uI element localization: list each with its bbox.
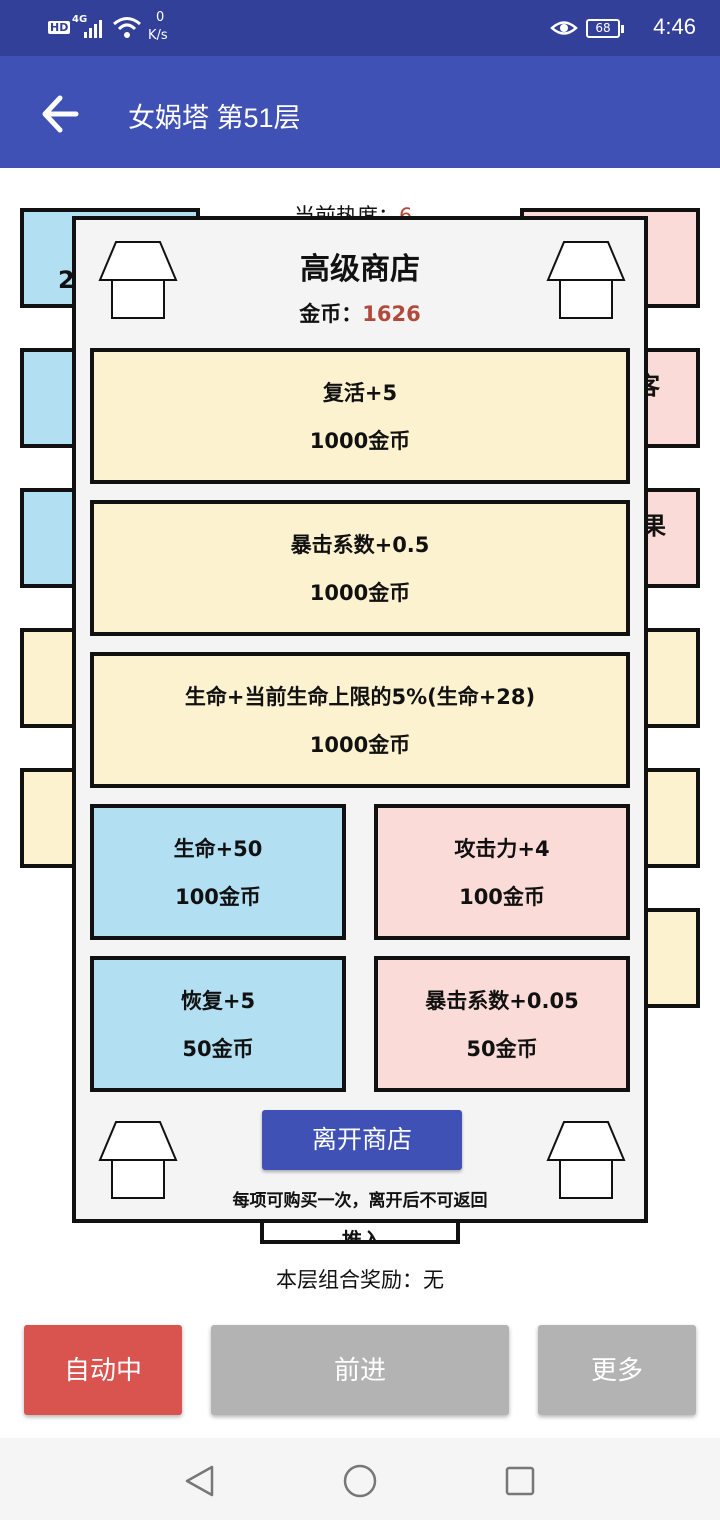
shop-item-price: 50金币: [466, 1037, 538, 1061]
status-bar: HD 4G 0 K/s 68 4:46: [0, 0, 720, 56]
net-speed-value: 0: [156, 10, 165, 25]
clock: 4:46: [653, 14, 696, 39]
shop-item-price: 50金币: [182, 1037, 254, 1061]
circle-home-icon[interactable]: [342, 1463, 378, 1499]
auto-button[interactable]: 自动中: [24, 1325, 182, 1415]
shop-item-name: 恢复+5: [180, 989, 256, 1013]
shop-item[interactable]: 暴击系数+0.5 1000金币: [90, 500, 630, 636]
coin-label: 金币：: [299, 302, 363, 326]
navigation-bar: [0, 1438, 720, 1520]
shop-item-name: 暴击系数+0.05: [425, 989, 579, 1013]
shop-item[interactable]: 暴击系数+0.05 50金币: [374, 956, 630, 1092]
event-card-text: 2: [58, 266, 75, 294]
shop-item[interactable]: 复活+5 1000金币: [90, 348, 630, 484]
shop-item[interactable]: 生命+50 100金币: [90, 804, 346, 940]
hd-indicator: HD: [48, 21, 71, 34]
shop-item[interactable]: 恢复+5 50金币: [90, 956, 346, 1092]
shop-item-name: 攻击力+4: [454, 837, 550, 861]
coin-balance: 金币：1626: [76, 298, 644, 328]
house-icon: [98, 1121, 178, 1199]
shop-item-price: 1000金币: [309, 429, 411, 453]
square-recent-icon[interactable]: [504, 1465, 536, 1497]
shop-title: 高级商店: [300, 252, 420, 287]
shop-item-price: 1000金币: [309, 581, 411, 605]
network-type: 4G: [72, 14, 88, 25]
action-box-label: 推入: [342, 1228, 382, 1244]
forward-button[interactable]: 前进: [211, 1325, 509, 1415]
shop-item-price: 100金币: [459, 885, 545, 909]
shop-item-name: 复活+5: [322, 381, 398, 405]
combo-reward: 本层组合奖励：无: [276, 1268, 444, 1292]
shop-item-name: 生命+50: [173, 837, 263, 861]
shop-note: 每项可购买一次，离开后不可返回: [232, 1191, 488, 1211]
shop-item-price: 100金币: [175, 885, 261, 909]
net-speed-unit: K/s: [148, 28, 168, 43]
shop-item-name: 生命+当前生命上限的5%(生命+28): [184, 685, 536, 709]
arrow-left-icon[interactable]: [40, 94, 80, 134]
shop-item[interactable]: 生命+当前生命上限的5%(生命+28) 1000金币: [90, 652, 630, 788]
shop-item-price: 1000金币: [309, 733, 411, 757]
house-icon: [98, 241, 178, 319]
page-title: 女娲塔 第51层: [128, 103, 301, 133]
eye-icon: [550, 21, 578, 35]
house-icon: [546, 1121, 626, 1199]
wifi-icon: [113, 17, 141, 38]
coin-value: 1626: [362, 302, 421, 326]
shop-dialog: 高级商店 金币：1626 复活+5 1000金币 暴击系数+0.5 1000金币…: [72, 216, 648, 1223]
more-button[interactable]: 更多: [538, 1325, 696, 1415]
leave-shop-button[interactable]: 离开商店: [262, 1110, 462, 1170]
triangle-back-icon[interactable]: [184, 1464, 216, 1498]
shop-item[interactable]: 攻击力+4 100金币: [374, 804, 630, 940]
shop-item-name: 暴击系数+0.5: [290, 533, 430, 557]
app-bar: 女娲塔 第51层: [0, 56, 720, 168]
battery-icon: 68: [586, 19, 624, 38]
house-icon: [546, 241, 626, 319]
signal-icon: [84, 20, 102, 38]
